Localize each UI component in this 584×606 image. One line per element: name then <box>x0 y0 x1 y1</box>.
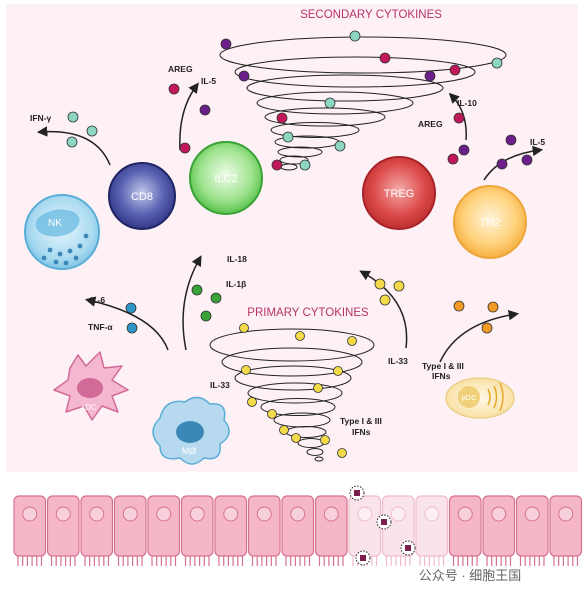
arrow-pdc-il33 <box>359 270 408 349</box>
label-il33-right: IL-33 <box>388 356 408 366</box>
virus-particle-icon <box>400 540 416 556</box>
th2-label: TH2 <box>480 217 501 229</box>
primary-vortex <box>209 328 375 462</box>
label-type-ifn-right-line1: Type I & III <box>422 361 464 371</box>
epithelial-cell <box>180 495 214 566</box>
signal-arrows <box>36 82 544 363</box>
secondary-cytokine-dots <box>220 30 503 171</box>
cdc-label: cDC <box>81 403 97 412</box>
watermark-text: 公众号 · 细胞王国 <box>419 568 522 583</box>
pdc-cell: pDC <box>445 377 515 419</box>
epithelial-cell <box>515 495 549 566</box>
label-il18: IL-18 <box>227 254 247 264</box>
label-tnf-alpha: TNF-α <box>88 322 113 332</box>
label-type-ifn-center-line1: Type I & III <box>340 416 382 426</box>
macrophage-label: MØ <box>182 446 197 456</box>
epithelial-cell <box>46 495 80 566</box>
label-type-ifn-right-line2: IFNs <box>432 371 451 381</box>
label-il10: IL-10 <box>457 98 477 108</box>
epithelium-layer <box>13 485 583 566</box>
treg-label: TREG <box>384 188 415 200</box>
epithelial-cell <box>314 495 348 566</box>
arrow-pdc-ifn <box>439 309 520 363</box>
secondary-vortex <box>219 36 507 171</box>
virus-particle-icon <box>355 550 371 566</box>
treg-cell: TREG <box>362 156 436 230</box>
label-areg-right: AREG <box>418 119 443 129</box>
epithelial-cell <box>214 495 248 566</box>
virus-particle-icon <box>349 485 365 501</box>
epithelial-cell <box>281 495 315 566</box>
arrow-mo-il18 <box>182 255 202 351</box>
label-type-ifn-center-line2: IFNs <box>352 427 371 437</box>
macrophage-cell: MØ <box>152 396 230 465</box>
arrow-cytokine-dots <box>66 83 533 334</box>
epithelial-cell <box>13 495 47 566</box>
cdc-cell: cDC <box>53 351 129 421</box>
label-il5-left: IL-5 <box>201 76 216 86</box>
primary-cytokine-dots <box>239 323 357 458</box>
pdc-label: pDC <box>461 393 477 402</box>
epithelial-cell <box>415 495 449 566</box>
nk-cell: NK <box>24 194 100 270</box>
label-il5-right: IL-5 <box>530 137 545 147</box>
secondary-cytokines-title: SECONDARY CYTOKINES <box>300 9 442 21</box>
label-il33-left: IL-33 <box>210 380 230 390</box>
virus-particle-icon <box>376 514 392 530</box>
cd8-label: CD8 <box>131 191 153 203</box>
arrow-ilc2-areg <box>179 82 199 151</box>
epithelial-cell <box>549 495 583 566</box>
epithelial-cell <box>348 495 382 566</box>
epithelial-cell <box>381 495 415 566</box>
epithelial-cell <box>147 495 181 566</box>
epithelial-cell <box>482 495 516 566</box>
epithelial-cell <box>448 495 482 566</box>
label-il1b: IL-1β <box>226 279 246 289</box>
epithelial-cell <box>113 495 147 566</box>
th2-cell: TH2 <box>453 185 527 259</box>
label-ifn-gamma: IFN-γ <box>30 113 52 123</box>
arrow-cdc-il6 <box>84 296 169 351</box>
nk-label: NK <box>48 218 62 229</box>
ilc2-label: ILC2 <box>214 173 237 185</box>
label-areg-left: AREG <box>168 64 193 74</box>
cd8-cell: CD8 <box>108 162 176 230</box>
ilc2-cell: ILC2 <box>189 141 263 215</box>
primary-cytokines-title: PRIMARY CYTOKINES <box>247 307 369 319</box>
epithelial-cell <box>247 495 281 566</box>
epithelial-cell <box>80 495 114 566</box>
label-il6: IL-6 <box>90 295 105 305</box>
arrow-th2-il5 <box>483 145 544 181</box>
arrow-nk-ifn <box>36 126 111 166</box>
